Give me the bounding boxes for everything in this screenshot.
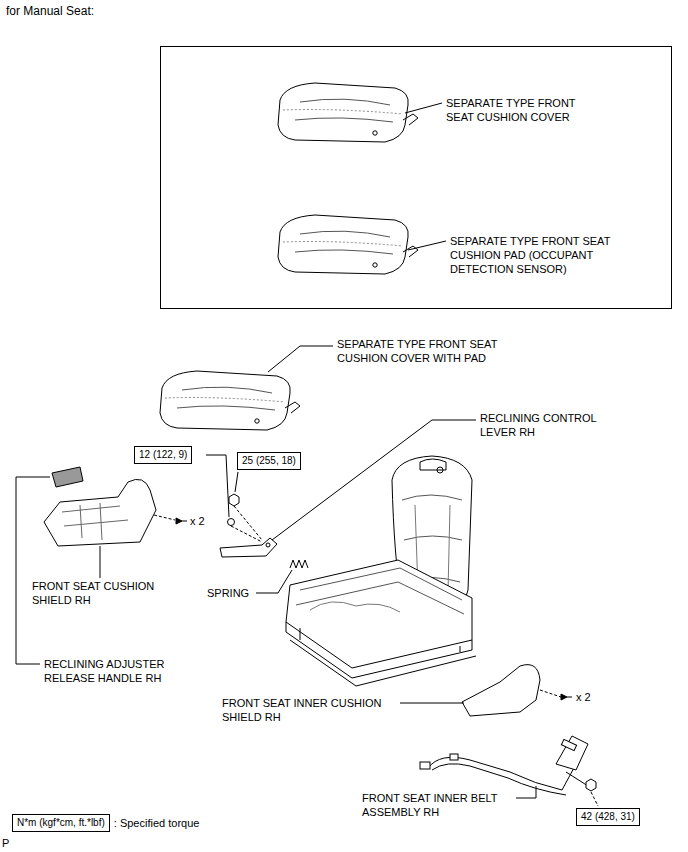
torque-box: 42 (428, 31) (576, 808, 640, 826)
quantity-note: x 2 (190, 514, 220, 528)
inset-frame (161, 47, 672, 309)
title: for Manual Seat: (6, 4, 94, 18)
unit-box: N*m (kgf*cm, ft.*lbf) (12, 814, 110, 832)
release-handle (52, 467, 83, 487)
leader-line (206, 455, 229, 517)
screw (176, 518, 187, 524)
part-label: RECLINING ADJUSTER RELEASE HANDLE RH (44, 657, 199, 685)
cushion-pad (278, 215, 418, 274)
torque-box: 25 (255, 18) (237, 452, 301, 470)
leader-line (235, 472, 238, 492)
part-label: FRONT SEAT INNER CUSHION SHIELD RH (222, 696, 407, 724)
dashed-line (540, 690, 561, 697)
washer (228, 519, 235, 526)
torque-value: 42 (428, 31) (581, 811, 635, 823)
nut (229, 494, 239, 506)
torque-value: N*m (kgf*cm, ft.*lbf) (17, 817, 105, 829)
part-label: FRONT SEAT CUSHION SHIELD RH (32, 579, 182, 607)
spring (290, 560, 308, 568)
torque-value: 12 (122, 9) (139, 449, 187, 461)
legend-text: : Specified torque (114, 816, 254, 830)
part-label: SEPARATE TYPE FRONT SEAT CUSHION COVER (446, 96, 586, 124)
part-label: SEPARATE TYPE FRONT SEAT CUSHION PAD (OC… (450, 234, 635, 276)
belt-assembly (420, 736, 596, 795)
screw (561, 694, 572, 700)
leader-line (272, 420, 476, 540)
figure-code: P (2, 836, 22, 850)
torque-value: 25 (255, 18) (242, 455, 296, 467)
leader-line (516, 786, 536, 798)
leader-line (408, 241, 446, 250)
inner-shield (462, 665, 540, 716)
cushion-shield (44, 479, 156, 546)
dashed-line (591, 792, 598, 806)
leader-line (400, 703, 464, 704)
torque-box: 12 (122, 9) (134, 446, 192, 464)
leader-line (16, 477, 50, 664)
part-label: FRONT SEAT INNER BELT ASSEMBLY RH (362, 791, 527, 819)
leader-line (405, 103, 442, 113)
dashed-line (231, 506, 262, 542)
leader-line (268, 346, 333, 372)
part-label: SPRING (207, 586, 267, 600)
quantity-note: x 2 (576, 690, 606, 704)
cushion-cover (278, 83, 418, 142)
part-label: RECLINING CONTROL LEVER RH (480, 411, 620, 439)
part-label: SEPARATE TYPE FRONT SEAT CUSHION COVER W… (337, 337, 522, 365)
lever-pivot (266, 543, 270, 547)
seat-assembly (286, 456, 476, 686)
lever (220, 538, 277, 557)
dashed-line (154, 515, 175, 520)
cushion-cover-with-pad (160, 371, 300, 430)
leader-line (100, 546, 101, 578)
leader-line (256, 570, 292, 593)
